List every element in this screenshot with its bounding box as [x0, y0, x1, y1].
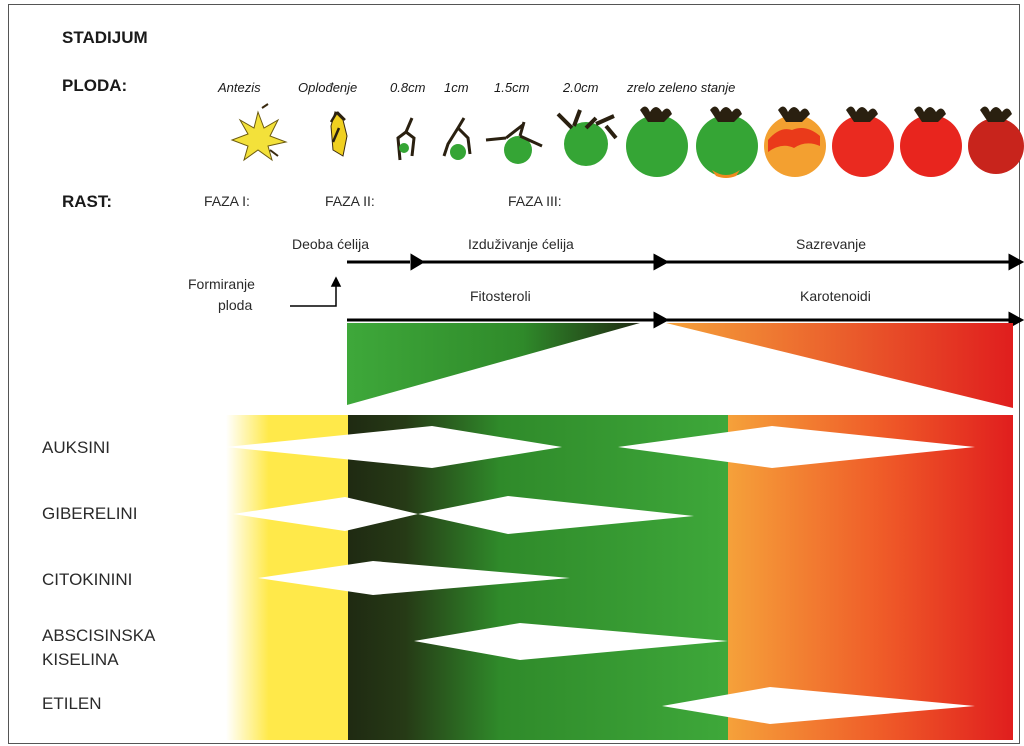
formiranje-label-line2: ploda — [218, 297, 252, 313]
fruit-20cm-icon — [558, 110, 616, 166]
stadijum-label: STADIJUM — [62, 28, 148, 48]
phase-1-label: FAZA I: — [204, 193, 250, 209]
fruit-mature-green-icon — [626, 106, 688, 177]
citokinini-label: CITOKININI — [42, 570, 132, 590]
fruit-08cm-icon — [398, 118, 414, 160]
phase-2-label: FAZA II: — [325, 193, 375, 209]
auksini-label: AUKSINI — [42, 438, 110, 458]
fruit-1cm-icon — [444, 118, 470, 160]
stage-label-zrelo-zeleno: zrelo zeleno stanje — [627, 80, 735, 95]
fitosteroli-label: Fitosteroli — [470, 288, 531, 304]
stage-label-antezis: Antezis — [218, 80, 261, 95]
fruit-turning-icon — [764, 106, 826, 177]
ploda-label: PLODA: — [62, 76, 127, 96]
stage-label-08cm: 0.8cm — [390, 80, 425, 95]
fruit-breaker-icon — [696, 106, 758, 178]
fruit-illustrations — [232, 104, 1024, 178]
abscisinska-label-line2: KISELINA — [42, 650, 119, 670]
fitosteroli-wedge — [347, 323, 640, 405]
rast-label: RAST: — [62, 192, 112, 212]
stage-label-oplodjenje: Oplođenje — [298, 80, 357, 95]
abscisinska-label-line1: ABSCISINSKA — [42, 626, 155, 646]
fruit-red-icon — [900, 106, 962, 177]
stage-label-15cm: 1.5cm — [494, 80, 529, 95]
fruit-pink-icon — [832, 106, 894, 177]
karotenoidi-wedge — [666, 323, 1013, 408]
deoba-celija-label: Deoba ćelija — [292, 236, 369, 252]
flower-oplodjenje-icon — [331, 112, 347, 156]
flower-antezis-icon — [232, 104, 286, 160]
formiranje-marker — [290, 278, 340, 306]
formiranje-label-line1: Formiranje — [188, 276, 255, 292]
process-arrows — [347, 256, 1021, 326]
stage-label-20cm: 2.0cm — [563, 80, 598, 95]
etilen-label: ETILEN — [42, 694, 102, 714]
karotenoidi-label: Karotenoidi — [800, 288, 871, 304]
sazrevanje-label: Sazrevanje — [796, 236, 866, 252]
izduzivanje-celija-label: Izduživanje ćelija — [468, 236, 574, 252]
stage-label-1cm: 1cm — [444, 80, 469, 95]
fruit-15cm-icon — [486, 122, 542, 164]
phase-3-label: FAZA III: — [508, 193, 562, 209]
fruit-ripe-icon — [968, 106, 1024, 174]
giberelini-label: GIBERELINI — [42, 504, 137, 524]
